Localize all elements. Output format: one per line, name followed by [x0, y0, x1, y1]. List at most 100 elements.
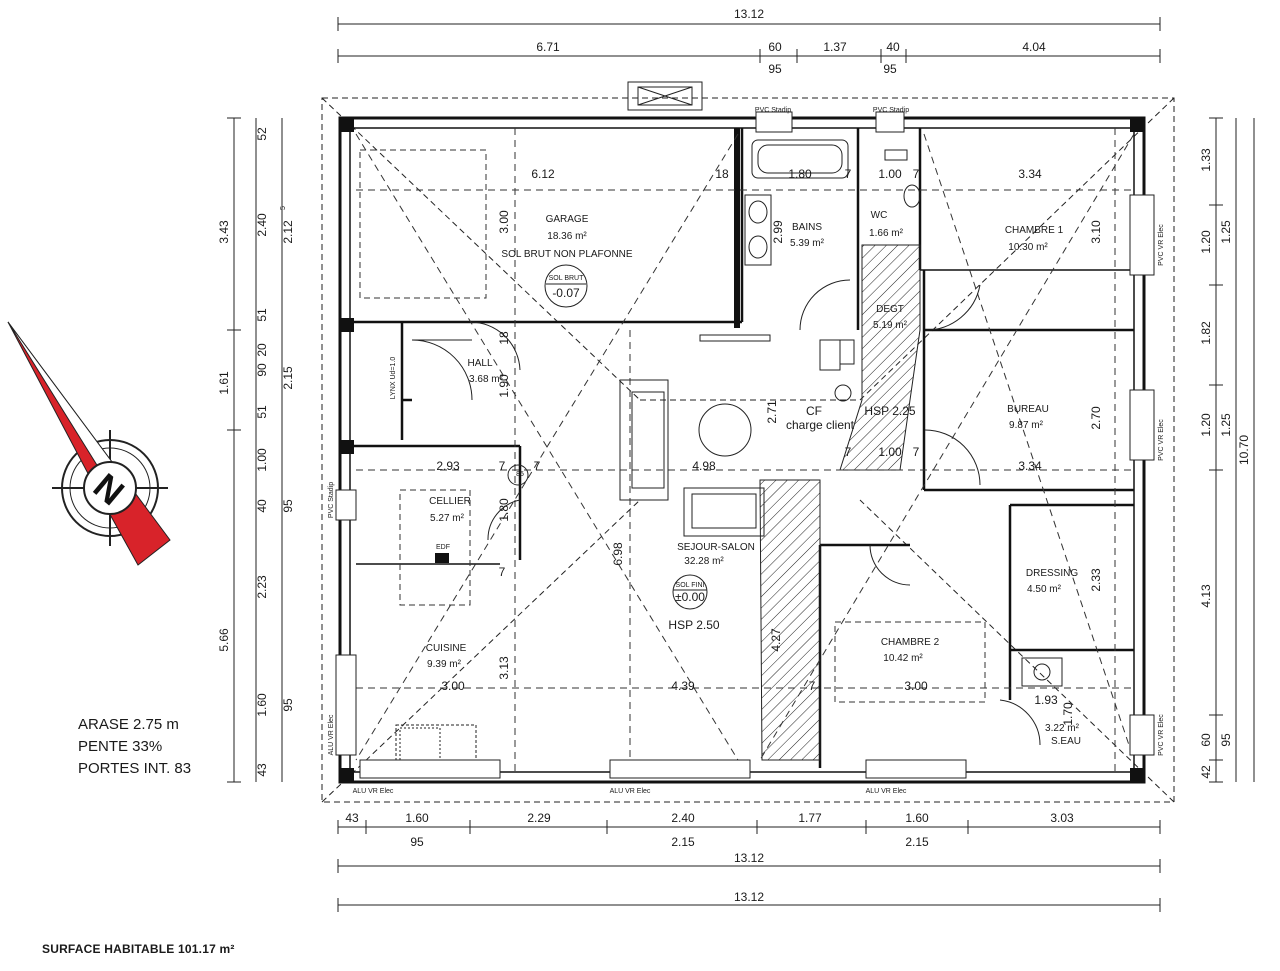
room-area: 18.36 m² — [547, 231, 587, 242]
note-pente: PENTE 33% — [78, 738, 163, 755]
room-name: CHAMBRE 1 — [1005, 225, 1064, 236]
room-chambre1: CHAMBRE 1 10.30 m² — [1005, 225, 1064, 253]
window-label: ALU VR Elec — [610, 788, 651, 795]
room-hall: HALL 3.68 m² — [467, 358, 503, 385]
room-name: DEGT — [876, 304, 904, 315]
interior-dim: 2.33 — [1089, 568, 1103, 592]
dim-left-inner: 52 — [255, 127, 269, 141]
dim-bottom-overall: 13.12 — [734, 890, 764, 904]
interior-dim: 2.99 — [771, 220, 785, 244]
dim-right-outer: 42 — [1199, 765, 1213, 779]
interior-dim: 3.00 — [441, 679, 465, 693]
dim-bottom: 2.29 — [527, 811, 551, 825]
kitchen-shelf — [699, 334, 771, 342]
toilet-icon — [884, 149, 921, 208]
interior-dim: 7 — [913, 167, 920, 181]
interior-dim: 7 — [845, 167, 852, 181]
interior-dim: 1.00 — [878, 445, 902, 459]
dim-bottom: 3.03 — [1050, 811, 1074, 825]
interior-walls — [350, 128, 1134, 768]
interior-dim: 18 — [497, 331, 511, 345]
dim-left-inner: 40 — [255, 499, 269, 513]
window-label: PVC Stadip — [873, 107, 909, 114]
window-label: ALU VR Elec — [328, 714, 335, 755]
surface-habitable: SURFACE HABITABLE 101.17 m² — [42, 942, 235, 956]
dim-bottom-sub: 2.15 — [671, 835, 695, 849]
cf-line1: CF — [806, 404, 822, 418]
room-name: BAINS — [792, 222, 822, 233]
dim-left-outer: 1.61 — [217, 371, 231, 395]
edf-label: EDF — [436, 544, 450, 551]
room-area: 10.30 m² — [1008, 242, 1048, 253]
dim-bottom: 1.77 — [798, 811, 822, 825]
room-area: 4.50 m² — [1027, 584, 1062, 595]
room-name: CUISINE — [426, 643, 467, 654]
dim-left-inner2: 2.15 — [281, 366, 295, 390]
dim-top: 40 — [886, 40, 900, 54]
dim-right-outer: 1.20 — [1199, 230, 1213, 254]
dim-top: 6.71 — [536, 40, 560, 54]
plan-notes: ARASE 2.75 m PENTE 33% PORTES INT. 83 — [78, 714, 191, 780]
level-marker — [544, 264, 588, 308]
interior-dim: 3.34 — [1018, 167, 1042, 181]
dim-top-sub: 95 — [768, 62, 782, 76]
room-cellier: CELLIER 5.27 m² EDF — [429, 496, 471, 551]
room-note: SOL BRUT NON PLAFONNE — [501, 249, 632, 260]
garage-parking-outline — [359, 149, 487, 299]
room-area: 9.87 m² — [1009, 420, 1044, 431]
interior-dim: 2.93 — [436, 459, 460, 473]
interior-dim: 7 — [913, 445, 920, 459]
dim-left-superscript: 5 — [280, 206, 287, 210]
room-area: 9.39 m² — [427, 659, 462, 670]
dining-table-icon — [698, 403, 752, 457]
room-area: 3.22 m² — [1045, 723, 1080, 734]
interior-dim: 18 — [715, 167, 729, 181]
room-seau: 3.22 m² S.EAU — [1045, 723, 1081, 747]
dim-left-outer: 3.43 — [217, 220, 231, 244]
dim-bottom-sub: 95 — [410, 835, 424, 849]
hsp-sejour: HSP 2.50 — [668, 618, 719, 632]
room-name: S.EAU — [1051, 736, 1081, 747]
dim-left-inner: 1.60 — [255, 693, 269, 717]
dim-bottom-sub: 2.15 — [905, 835, 929, 849]
room-area: 32.28 m² — [684, 556, 724, 567]
level-value: -0.07 — [552, 286, 580, 300]
interior-dim: 3.00 — [904, 679, 928, 693]
interior-dim: 7 — [499, 565, 506, 579]
interior-dim: 1.80 — [497, 498, 511, 522]
dim-left-inner2: 2.12 — [281, 220, 295, 244]
dim-bottom: 1.60 — [405, 811, 429, 825]
room-area: 3.68 m² — [469, 374, 504, 385]
dim-right-inner: 1.25 — [1219, 413, 1233, 437]
compass-north-arrow-icon: N — [7, 321, 171, 566]
interior-dim: 2.71 — [765, 400, 779, 424]
dim-left-inner: 51 — [255, 308, 269, 322]
bathtub-icon — [751, 139, 849, 179]
dim-bottom: 2.40 — [671, 811, 695, 825]
cf-label: CF charge client — [786, 404, 855, 432]
dim-left-inner: 20 — [255, 343, 269, 357]
dim-left-inner2: 95 — [281, 698, 295, 712]
window-label: ALU VR Elec — [866, 788, 907, 795]
double-sink-icon — [744, 194, 772, 266]
note-portes: PORTES INT. 83 — [78, 760, 192, 777]
hsp-degt: HSP 2.25 — [864, 404, 915, 418]
windows — [335, 111, 1155, 779]
door-swings — [411, 279, 1041, 746]
room-name: CELLIER — [429, 496, 471, 507]
room-name: SEJOUR-SALON — [677, 542, 755, 553]
hatched-zones — [759, 244, 921, 761]
dim-right-overall: 10.70 — [1237, 435, 1251, 465]
room-area: 1.66 m² — [869, 228, 904, 239]
shower-icon — [1021, 657, 1063, 687]
interior-dim: 85 — [516, 471, 524, 478]
room-sejour: SEJOUR-SALON 32.28 m² SOL FINI ±0.00 HSP… — [668, 542, 754, 632]
note-arase: ARASE 2.75 m — [78, 716, 179, 733]
room-name: GARAGE — [546, 214, 589, 225]
room-name: HALL — [467, 358, 492, 369]
dim-top: 1.37 — [823, 40, 847, 54]
cellier-utility-circle — [507, 464, 529, 486]
room-dressing: DRESSING 4.50 m² — [1026, 568, 1078, 595]
interior-dim: 1.00 — [878, 167, 902, 181]
